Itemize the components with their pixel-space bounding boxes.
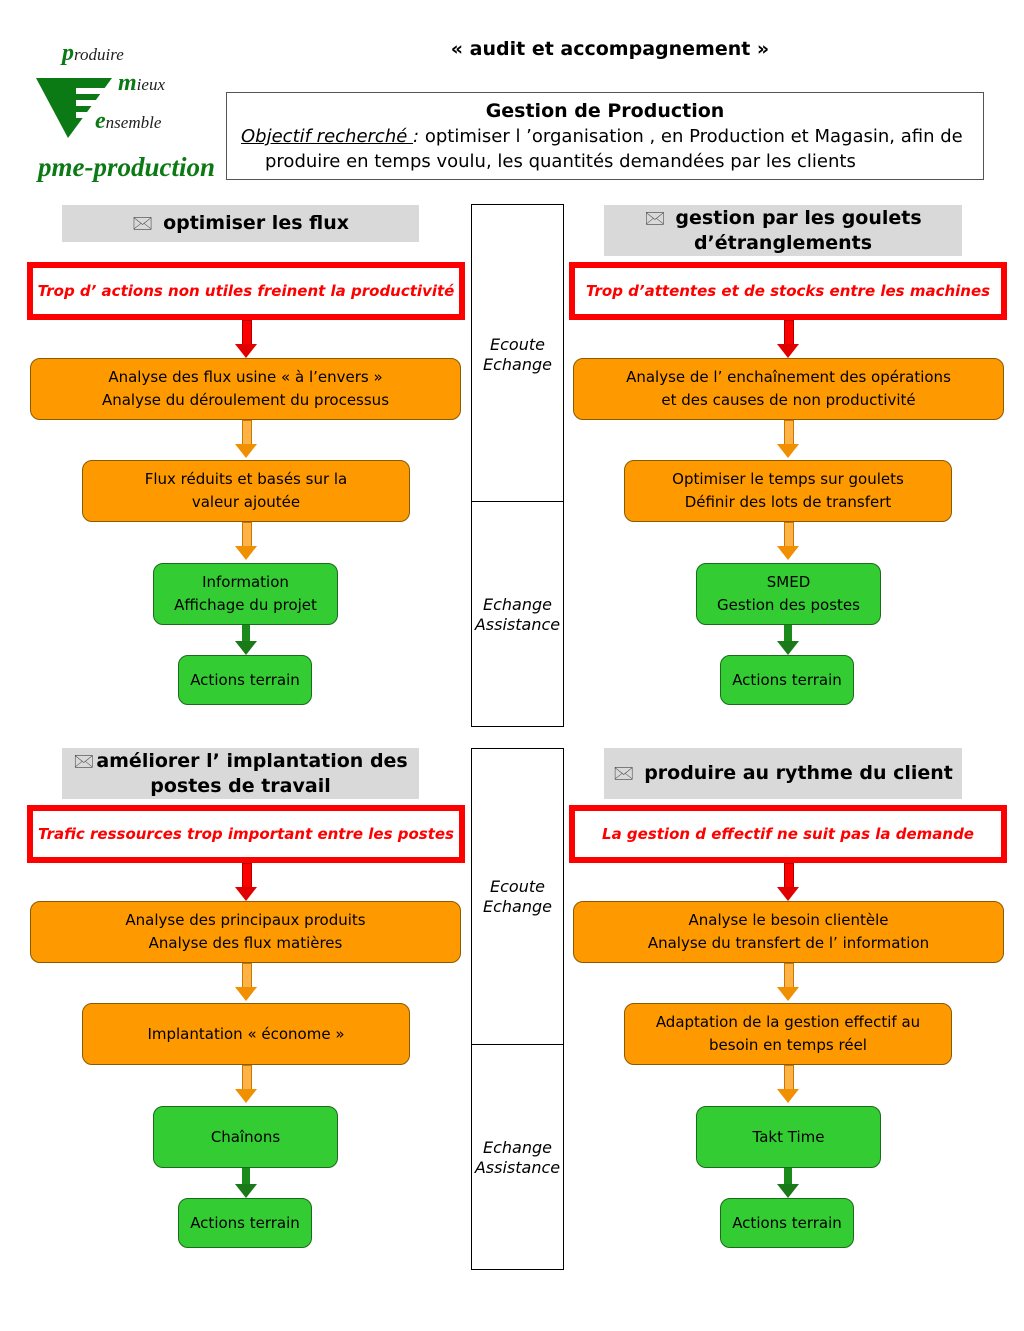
method-box: SMED Gestion des postes	[696, 563, 881, 625]
middle-column-bottom: Ecoute Echange Echange Assistance	[471, 748, 564, 1270]
arrow-green	[235, 625, 257, 655]
method-line: Information	[202, 573, 289, 591]
envelope-icon: 🖂	[613, 763, 635, 784]
analysis-line: Analyse du transfert de l’ information	[647, 934, 930, 952]
solution-line: Adaptation de la gestion effectif au	[655, 1013, 921, 1031]
middle-label-echange: Echange	[483, 595, 552, 614]
actions-terrain-box: Actions terrain	[178, 655, 312, 705]
solution-line: Implantation « économe »	[147, 1024, 345, 1043]
objective-colon: :	[413, 126, 420, 147]
middle-label-ecoute: Ecoute	[490, 335, 545, 354]
problem-box: La gestion d effectif ne suit pas la dem…	[569, 805, 1007, 863]
analysis-box: Analyse des flux usine « à l’envers » An…	[30, 358, 461, 420]
arrow-orange	[235, 522, 257, 560]
logo-line-ensemble: ensemble	[95, 108, 162, 134]
solution-line: Flux réduits et basés sur la	[144, 470, 348, 488]
envelope-icon: 🖂	[132, 213, 154, 234]
middle-label-echange: Echange	[483, 1138, 552, 1157]
method-box: Chaînons	[153, 1106, 338, 1168]
arrow-orange	[777, 420, 799, 458]
section-title-line: postes de travail	[150, 774, 331, 797]
problem-box: Trafic ressources trop important entre l…	[27, 805, 465, 863]
arrow-orange	[235, 963, 257, 1001]
logo-brand: pme-production	[38, 152, 216, 182]
section-title-line: d’étranglements	[693, 231, 873, 254]
envelope-icon: 🖂	[644, 207, 666, 229]
analysis-line: Analyse des principaux produits	[125, 911, 366, 929]
objective-title: Gestion de Production	[485, 100, 725, 122]
solution-line: Optimiser le temps sur goulets	[672, 470, 904, 488]
objective-line1: Objectif recherché : optimiser l ’organi…	[241, 124, 969, 149]
method-line: Takt Time	[752, 1127, 825, 1146]
section-title-implantation: 🖂améliorer l’ implantation des postes de…	[62, 748, 419, 799]
solution-line: valeur ajoutée	[191, 493, 301, 511]
arrow-green	[777, 1168, 799, 1198]
objective-box: Gestion de Production Objectif recherché…	[226, 92, 984, 180]
objective-text: optimiser l ’organisation , en Productio…	[419, 126, 963, 147]
method-line: Gestion des postes	[717, 596, 860, 614]
arrow-orange	[777, 522, 799, 560]
analysis-box: Analyse de l’ enchaînement des opération…	[573, 358, 1004, 420]
logo-line-produire: produire	[62, 40, 124, 66]
analysis-line: Analyse des flux matières	[148, 934, 343, 952]
green-funnel-icon	[36, 78, 114, 138]
method-line: SMED	[766, 573, 811, 591]
middle-divider	[472, 501, 563, 502]
arrow-red	[235, 320, 257, 358]
section-title-line: 🖂 gestion par les goulets	[644, 206, 921, 231]
envelope-icon: 🖂	[73, 750, 95, 772]
section-title-text: améliorer l’ implantation des	[96, 749, 408, 772]
method-line: Affichage du projet	[174, 596, 317, 614]
section-title-line: 🖂améliorer l’ implantation des	[73, 749, 408, 774]
analysis-line: Analyse du déroulement du processus	[101, 391, 390, 409]
middle-label-echange: Echange	[483, 355, 552, 374]
middle-label-ecoute: Ecoute	[490, 877, 545, 896]
arrow-orange	[235, 420, 257, 458]
solution-box: Implantation « économe »	[82, 1003, 410, 1065]
actions-terrain-box: Actions terrain	[720, 655, 854, 705]
actions-terrain-box: Actions terrain	[720, 1198, 854, 1248]
section-title-text: produire au rythme du client	[644, 762, 953, 784]
solution-line: besoin en temps réel	[709, 1036, 867, 1054]
arrow-red	[235, 863, 257, 901]
solution-box: Optimiser le temps sur goulets Définir d…	[624, 460, 952, 522]
problem-box: Trop d’attentes et de stocks entre les m…	[569, 262, 1007, 320]
method-line: Chaînons	[210, 1127, 281, 1146]
middle-label-echange: Echange	[483, 897, 552, 916]
analysis-box: Analyse le besoin clientèle Analyse du t…	[573, 901, 1004, 963]
arrow-red	[777, 320, 799, 358]
arrow-red	[777, 863, 799, 901]
section-title-flux: 🖂 optimiser les flux	[62, 205, 419, 242]
middle-label-assistance: Assistance	[474, 615, 561, 634]
middle-label-assistance: Assistance	[474, 1158, 561, 1177]
objective-label: Objectif recherché	[241, 126, 414, 147]
analysis-line: et des causes de non productivité	[661, 391, 916, 409]
objective-line2: produire en temps voulu, les quantités d…	[265, 151, 856, 172]
section-title-goulets: 🖂 gestion par les goulets d’étranglements	[604, 205, 962, 256]
analysis-box: Analyse des principaux produits Analyse …	[30, 901, 461, 963]
middle-column-top: Ecoute Echange Echange Assistance	[471, 204, 564, 727]
problem-box: Trop d’ actions non utiles freinent la p…	[27, 262, 465, 320]
analysis-line: Analyse le besoin clientèle	[688, 911, 889, 929]
arrow-orange	[777, 963, 799, 1001]
page-title: « audit et accompagnement »	[450, 38, 770, 60]
logo-line-mieux: mieux	[118, 70, 165, 96]
arrow-orange	[777, 1065, 799, 1103]
solution-box: Flux réduits et basés sur la valeur ajou…	[82, 460, 410, 522]
arrow-green	[777, 625, 799, 655]
method-box: Takt Time	[696, 1106, 881, 1168]
middle-divider	[472, 1044, 563, 1045]
analysis-line: Analyse de l’ enchaînement des opération…	[626, 368, 951, 386]
solution-line: Définir des lots de transfert	[684, 493, 892, 511]
section-title-rythme: 🖂 produire au rythme du client	[604, 748, 962, 799]
method-box: Information Affichage du projet	[153, 563, 338, 625]
section-title-text: gestion par les goulets	[675, 206, 922, 229]
solution-box: Adaptation de la gestion effectif au bes…	[624, 1003, 952, 1065]
arrow-green	[235, 1168, 257, 1198]
actions-terrain-box: Actions terrain	[178, 1198, 312, 1248]
section-title-text: optimiser les flux	[163, 212, 349, 234]
analysis-line: Analyse des flux usine « à l’envers »	[108, 368, 383, 386]
arrow-orange	[235, 1065, 257, 1103]
